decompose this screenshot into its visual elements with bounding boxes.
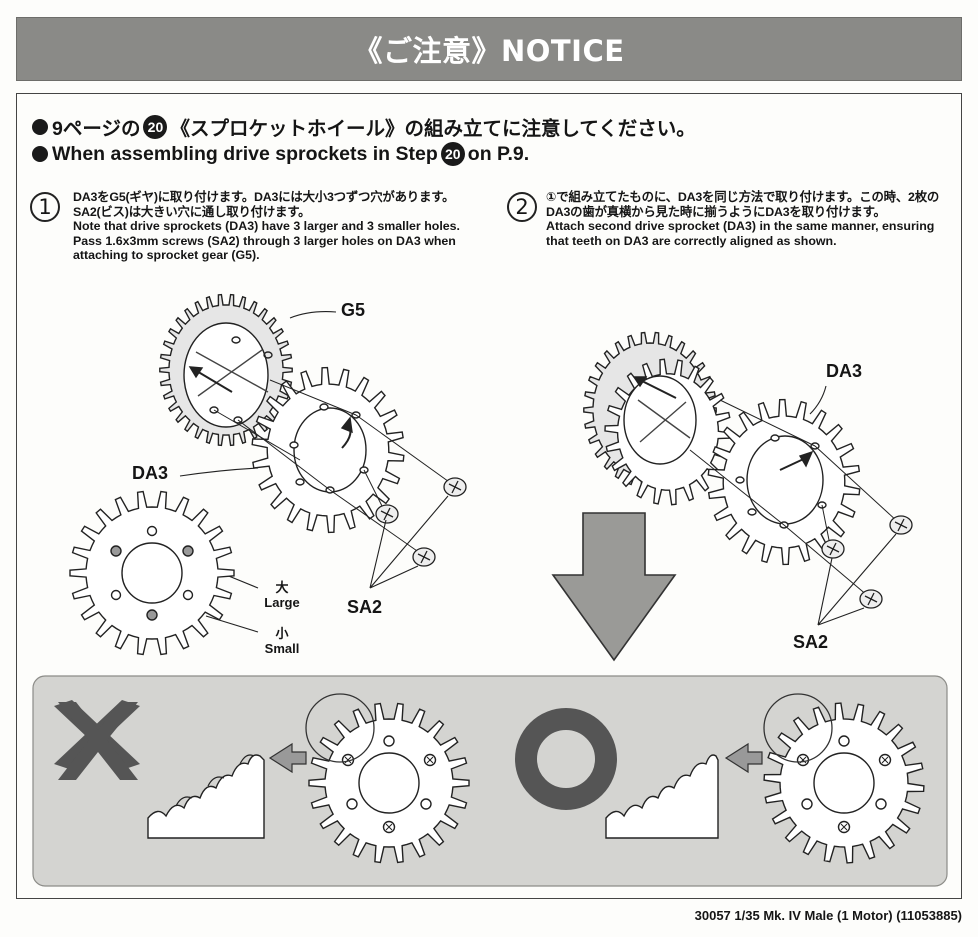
sa2-screw-icon bbox=[821, 539, 845, 559]
label-large: 大 Large bbox=[257, 580, 307, 610]
headline-jp-pre: 9ページの bbox=[52, 118, 141, 140]
step-2-jp: ①で組み立てたものに、DA3を同じ方法で取り付けます。この時、2枚のDA3の歯が… bbox=[546, 190, 940, 219]
step-2-number: 2 bbox=[507, 192, 537, 222]
detail-callout-circle bbox=[763, 693, 833, 763]
notice-frame bbox=[16, 93, 962, 899]
headline-japanese: 9ページの 20 《スプロケットホイール》の組み立てに注意してください。 bbox=[32, 112, 696, 141]
gear-assembly-right bbox=[583, 331, 732, 506]
back-teeth-profile bbox=[175, 754, 255, 807]
notice-banner: 《ご注意》NOTICE bbox=[16, 17, 962, 81]
bullet-icon bbox=[32, 146, 48, 162]
step-1-number: 1 bbox=[30, 192, 60, 222]
sa2-screw-icon bbox=[889, 515, 913, 535]
sa2-screw-icon bbox=[443, 477, 467, 497]
label-small: 小 Small bbox=[257, 626, 307, 656]
wrong-x-icon bbox=[58, 702, 138, 780]
da3-sprocket-right bbox=[707, 398, 861, 566]
headline-english: When assembling drive sprockets in Step … bbox=[32, 142, 529, 166]
pointer-arrow-icon bbox=[724, 742, 763, 774]
detail-callout-circle bbox=[305, 693, 375, 763]
sa2-screw-icon bbox=[859, 589, 883, 609]
step-1-text: DA3をG5(ギヤ)に取り付けます。DA3には大小3つずつ穴があります。SA2(… bbox=[73, 190, 483, 263]
label-large-en: Large bbox=[264, 595, 300, 610]
step-badge: 20 bbox=[143, 114, 168, 139]
sa2-screw-icon bbox=[412, 547, 436, 567]
headline-en-post: on P.9. bbox=[467, 142, 530, 165]
step-1-jp: DA3をG5(ギヤ)に取り付けます。DA3には大小3つずつ穴があります。SA2(… bbox=[73, 190, 455, 219]
label-small-jp: 小 bbox=[275, 626, 289, 641]
front-sprocket-correct bbox=[763, 702, 925, 864]
headline-jp-post: 《スプロケットホイール》の組み立てに注意してください。 bbox=[170, 118, 696, 140]
banner-title: 《ご注意》NOTICE bbox=[353, 34, 625, 68]
screw-guide-lines-left bbox=[213, 379, 453, 554]
bullet-icon bbox=[32, 118, 48, 135]
headline-en-pre: When assembling drive sprockets in Step bbox=[52, 142, 438, 165]
front-sprocket-wrong bbox=[308, 702, 470, 864]
label-small-en: Small bbox=[264, 641, 300, 656]
step-1-en: Note that drive sprockets (DA3) have 3 l… bbox=[73, 219, 461, 263]
step-2-en: Attach second drive sprocket (DA3) in th… bbox=[546, 219, 935, 248]
g5-gear-left bbox=[159, 293, 293, 447]
sa2-screw-icon bbox=[375, 504, 399, 524]
screw-guide-lines-right bbox=[689, 399, 899, 597]
da3-hole-diagram bbox=[69, 490, 235, 656]
label-da3-left: DA3 bbox=[132, 463, 169, 483]
label-g5: G5 bbox=[341, 300, 366, 320]
label-large-jp: 大 bbox=[275, 580, 289, 595]
label-sa2-right: SA2 bbox=[793, 632, 829, 652]
pointer-arrow-icon bbox=[268, 742, 307, 774]
aligned-teeth-profile bbox=[605, 754, 719, 839]
correct-o-icon bbox=[515, 708, 617, 810]
da3-sprocket-left bbox=[251, 366, 405, 534]
label-sa2-left: SA2 bbox=[347, 597, 383, 617]
step-badge: 20 bbox=[440, 142, 465, 166]
down-arrow-icon bbox=[551, 512, 677, 662]
step-2-text: ①で組み立てたものに、DA3を同じ方法で取り付けます。この時、2枚のDA3の歯が… bbox=[546, 190, 951, 248]
misaligned-teeth-profile bbox=[147, 754, 265, 839]
footer-product-code: 30057 1/35 Mk. IV Male (1 Motor) (110538… bbox=[694, 908, 962, 923]
label-da3-right: DA3 bbox=[826, 361, 863, 381]
leader-lines-right bbox=[809, 385, 897, 626]
